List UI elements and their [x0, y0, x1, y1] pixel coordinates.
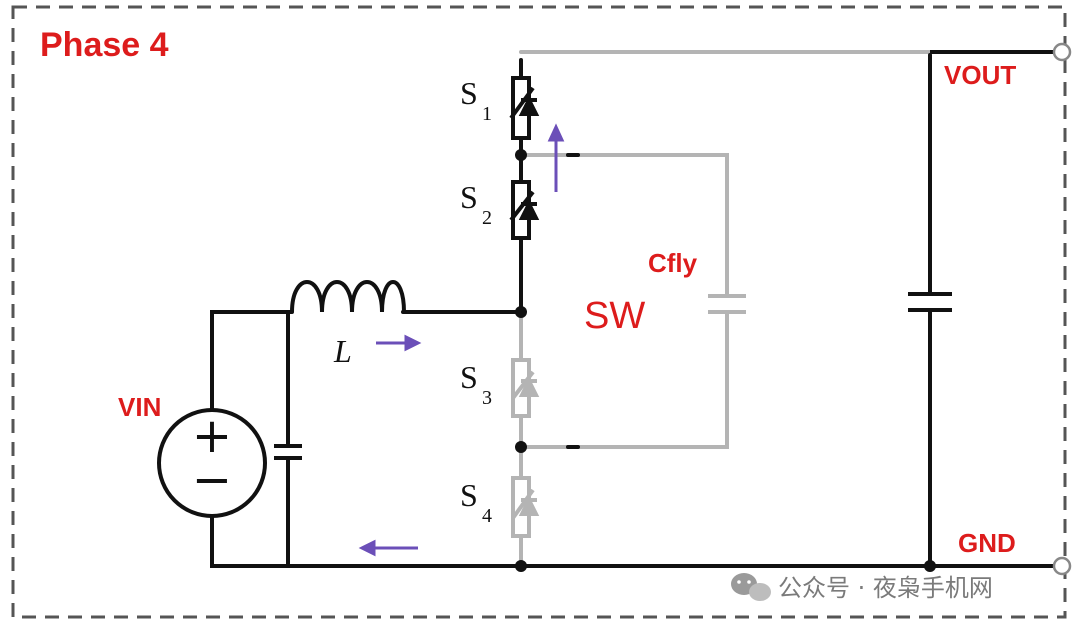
phase-title: Phase 4 [40, 26, 169, 64]
s3-letter: S [460, 359, 478, 395]
wechat-icon [731, 573, 771, 601]
vin-plus-symbol: + [192, 408, 232, 464]
vin-source: + − [157, 408, 267, 518]
junction-dots [515, 149, 936, 572]
switch-s2 [509, 180, 540, 240]
s4-letter: S [460, 477, 478, 513]
gnd-label: GND [958, 528, 1016, 558]
s3-subscript: 3 [482, 387, 492, 409]
watermark: 公众号 · 夜枭手机网 [731, 573, 993, 602]
s4-subscript: 4 [482, 505, 492, 527]
cfly-capacitor [708, 294, 746, 314]
s1-letter: S [460, 75, 478, 111]
vout-terminal [1052, 42, 1072, 62]
current-arrows [358, 123, 565, 557]
s1-subscript: 1 [482, 103, 492, 125]
switch-s1 [509, 76, 540, 140]
vin-label: VIN [118, 392, 161, 422]
vout-label: VOUT [944, 60, 1016, 90]
inductor-label: L [333, 333, 352, 369]
vin-minus-symbol: − [192, 452, 232, 508]
s2-letter: S [460, 179, 478, 215]
switch-s3 [511, 358, 540, 418]
s2-subscript: 2 [482, 207, 492, 229]
watermark-text: 公众号 · 夜枭手机网 [778, 574, 993, 602]
cfly-label: Cfly [648, 248, 698, 278]
switch-labels: S 1 S 2 S 3 S 4 [460, 75, 492, 527]
switch-s4 [511, 476, 540, 538]
sw-node-label: SW [584, 295, 645, 337]
gnd-terminal [1052, 556, 1072, 576]
dashed-border [11, 5, 1067, 619]
output-capacitor [908, 292, 952, 312]
input-capacitor [274, 444, 302, 460]
terminals [1052, 42, 1072, 576]
inductor-coil [290, 280, 406, 313]
